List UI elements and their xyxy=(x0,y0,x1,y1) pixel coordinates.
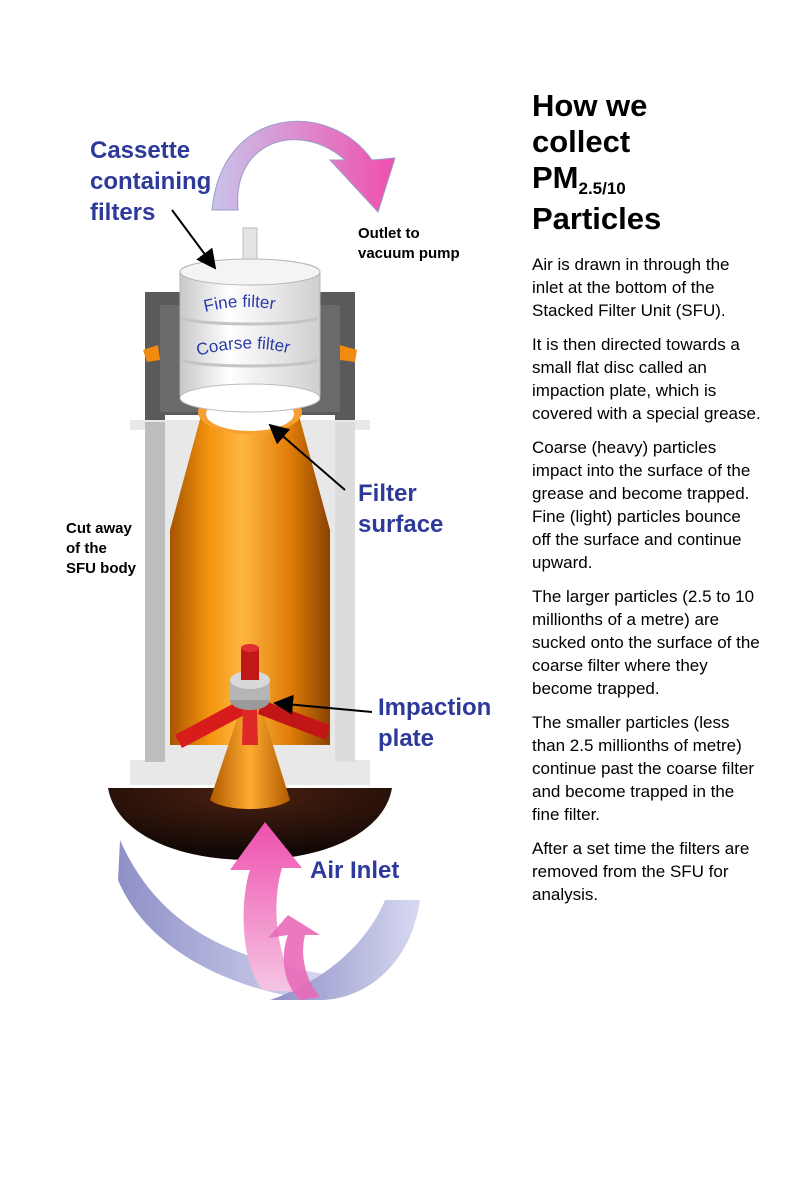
cassette-pointer xyxy=(171,209,217,270)
paragraph-intake: Air is drawn in through the inlet at the… xyxy=(532,255,730,320)
impaction-plate-label: Impaction plate xyxy=(378,694,492,752)
paragraph-coarse-fine: Coarse (heavy) particles impact into the… xyxy=(532,438,751,572)
impaction-plate-pointer xyxy=(273,694,373,715)
page-title: How we collect PM2.5/10 Particles xyxy=(532,88,662,236)
filter-surface-pointer xyxy=(268,423,346,491)
paragraph-smaller-particles: The smaller particles (less than 2.5 mil… xyxy=(532,713,755,824)
cassette-label: Cassette containing filters xyxy=(90,137,212,226)
explanation-text: Air is drawn in through the inlet at the… xyxy=(532,253,762,917)
paragraph-analysis: After a set time the filters are removed… xyxy=(532,839,750,904)
air-inlet-label: Air Inlet xyxy=(310,857,400,884)
outlet-curved-arrow xyxy=(211,120,396,213)
paragraph-impaction: It is then directed towards a small flat… xyxy=(532,335,761,423)
cut-away-label: Cut away of the SFU body xyxy=(66,520,136,577)
filter-surface-label: Filter surface xyxy=(358,480,444,538)
air-inlet-arrows xyxy=(118,822,420,1000)
fine-filter-label: Fine filter xyxy=(202,292,277,316)
filter-cassette xyxy=(179,227,321,413)
outlet-label: Outlet to vacuum pump xyxy=(358,225,460,262)
paragraph-larger-particles: The larger particles (2.5 to 10 milliont… xyxy=(532,587,760,698)
